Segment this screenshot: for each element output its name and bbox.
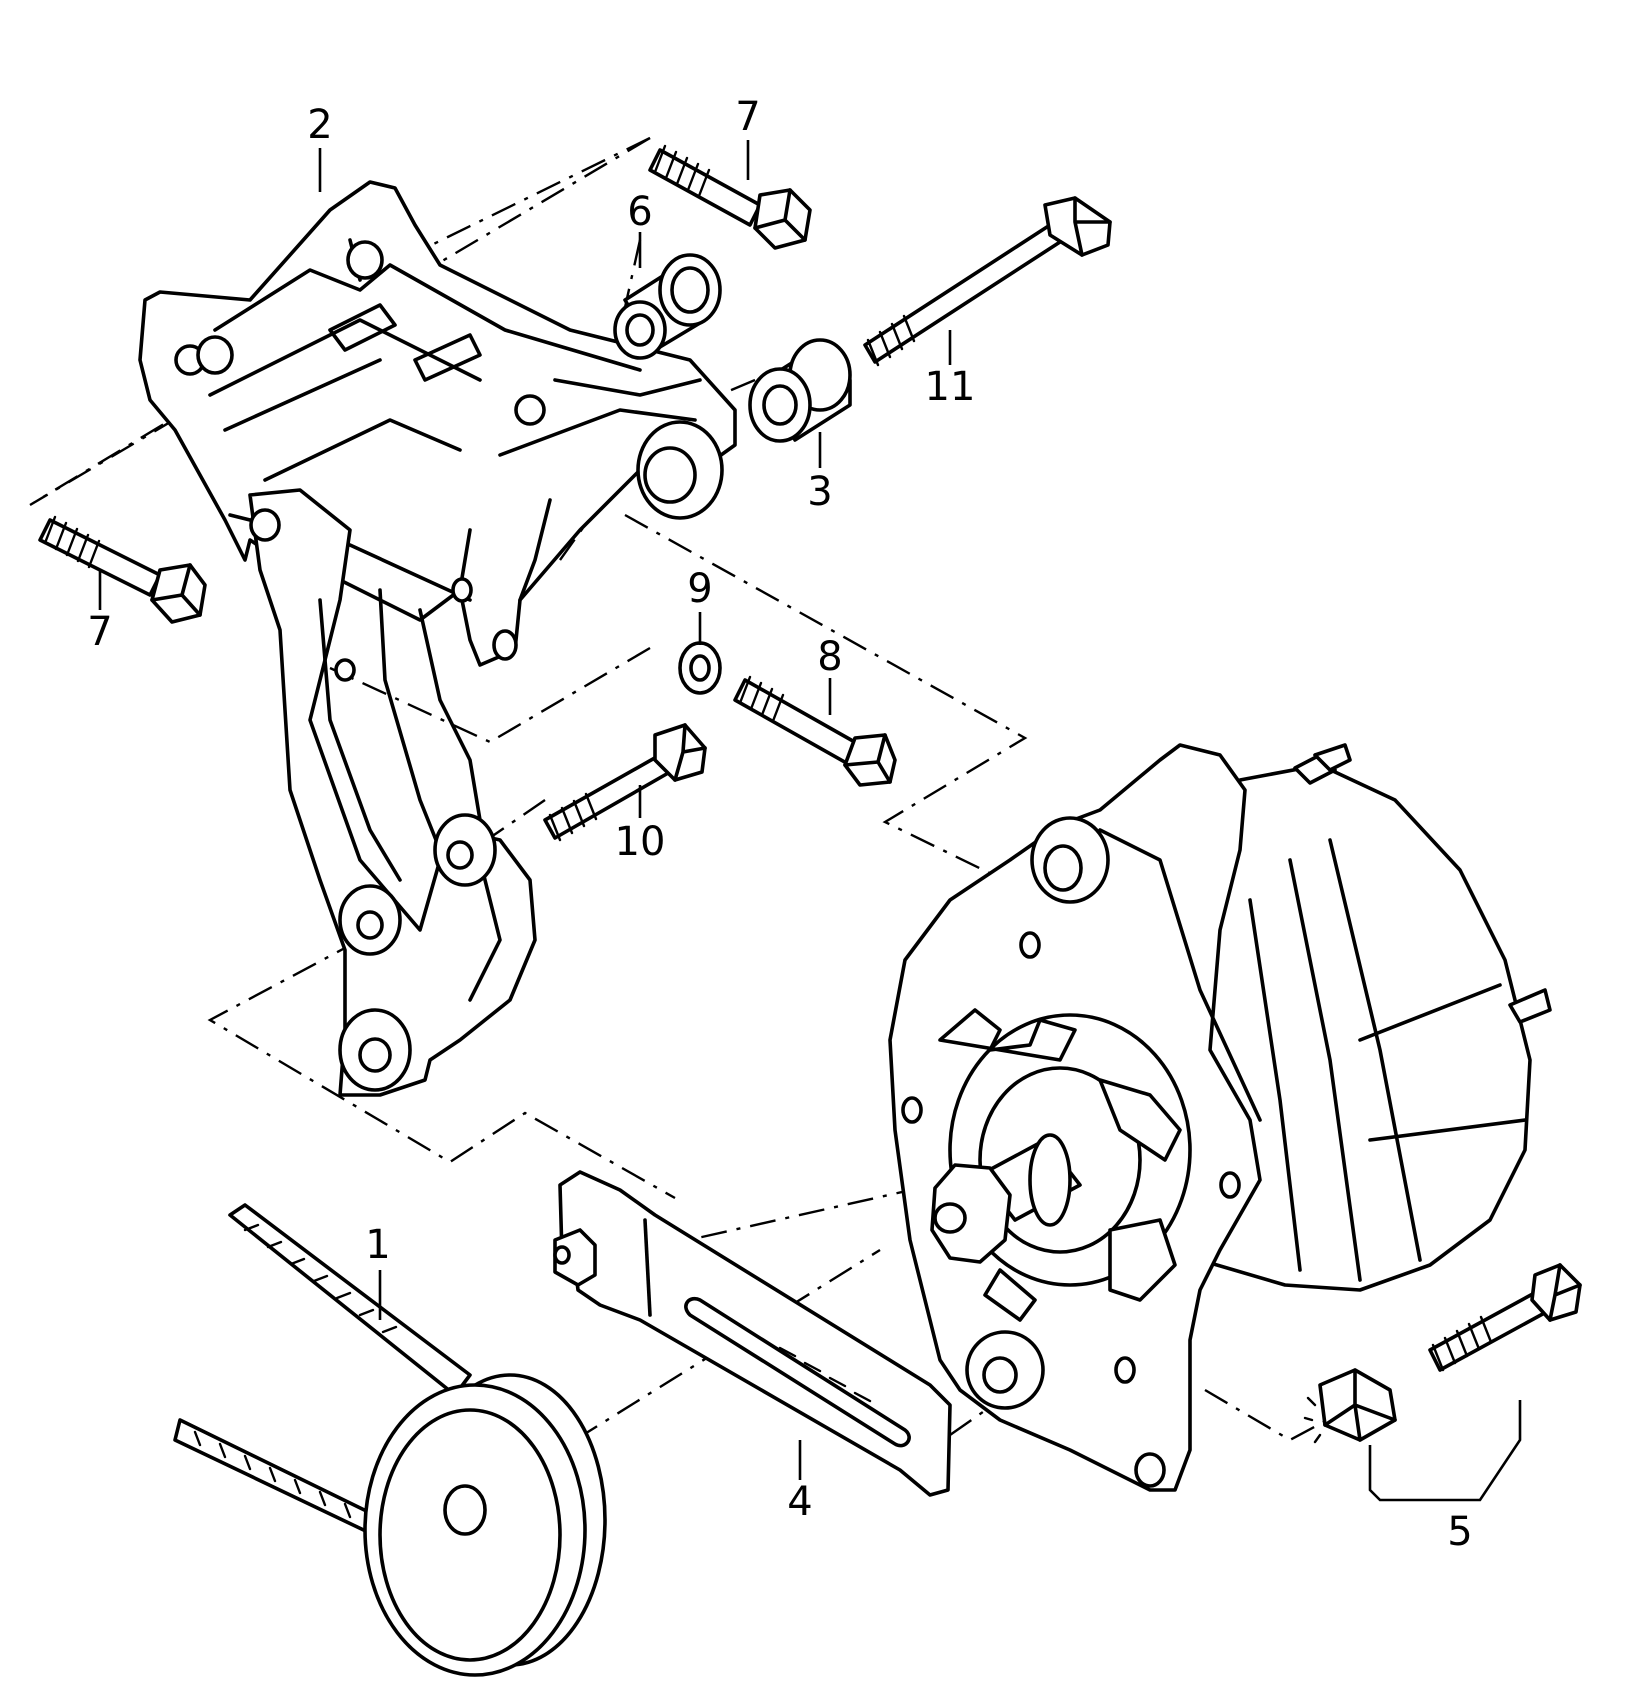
callout-labels: 1 2 3 4 5 6 7 7 8 9 10 11 bbox=[87, 94, 1472, 1555]
alternator bbox=[888, 743, 1552, 1492]
bolt-7-lower bbox=[38, 515, 207, 624]
nut-5 bbox=[1303, 1368, 1397, 1444]
bolt-10 bbox=[543, 723, 707, 842]
callout-7b: 7 bbox=[87, 609, 112, 655]
pulley-1 bbox=[363, 1373, 607, 1677]
spacer-sleeve-3 bbox=[748, 338, 852, 443]
tension-strap-4 bbox=[553, 1170, 952, 1497]
callout-11: 11 bbox=[925, 364, 976, 410]
bolt-7-upper bbox=[648, 144, 812, 250]
mounting-bracket bbox=[138, 180, 737, 667]
callout-5: 5 bbox=[1447, 1509, 1472, 1555]
callout-4: 4 bbox=[787, 1479, 812, 1525]
support-arm bbox=[248, 488, 537, 1097]
v-belt-1 bbox=[173, 1203, 472, 1547]
callout-9: 9 bbox=[687, 566, 712, 612]
bolt-8 bbox=[733, 675, 897, 787]
bushing-6 bbox=[613, 253, 722, 360]
callout-3: 3 bbox=[807, 469, 832, 515]
washer-9 bbox=[678, 641, 722, 695]
callout-7a: 7 bbox=[735, 94, 760, 140]
callout-6: 6 bbox=[627, 189, 652, 235]
bolt-5 bbox=[1428, 1263, 1582, 1372]
callout-10: 10 bbox=[615, 819, 666, 865]
leader-lines bbox=[98, 140, 1522, 1502]
callout-1: 1 bbox=[365, 1222, 390, 1268]
callout-8: 8 bbox=[817, 634, 842, 680]
bolt-11-long bbox=[863, 196, 1112, 367]
callout-2: 2 bbox=[307, 102, 332, 148]
